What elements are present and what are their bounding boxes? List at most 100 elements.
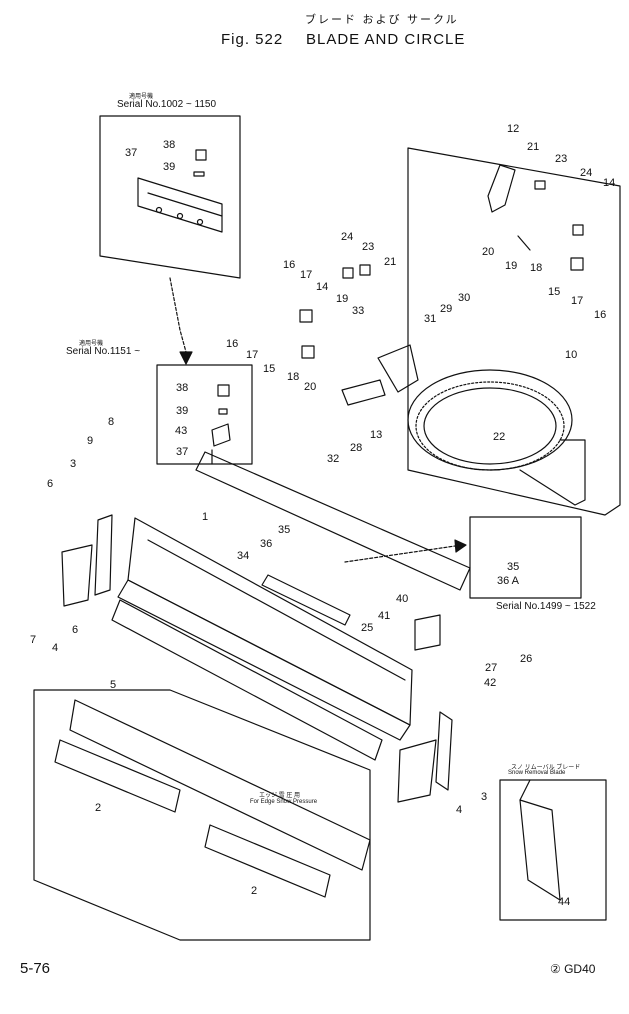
callout-number: 32 <box>327 453 339 465</box>
callout-number: 20 <box>304 381 316 393</box>
wear-plate <box>195 451 471 591</box>
callout-number: 25 <box>361 622 373 634</box>
callout-number: 29 <box>440 303 452 315</box>
callout-number: 37 <box>176 446 188 458</box>
callout-number: 3 <box>70 458 76 470</box>
callout-number: 17 <box>300 269 312 281</box>
callout-number: 26 <box>520 653 532 665</box>
inset-panel-serial-1002 <box>99 115 241 279</box>
callout-number: 9 <box>87 435 93 447</box>
callout-number: 42 <box>484 677 496 689</box>
serial-note-right: Serial No.1499 ~ 1522 <box>496 601 596 612</box>
callout-number: 17 <box>246 349 258 361</box>
callout-number: 12 <box>507 123 519 135</box>
serial-note-top-jp: 適用号機 <box>129 94 154 100</box>
inset-panel-serial-1151 <box>156 364 253 465</box>
callout-number: 2 <box>251 885 257 897</box>
callout-number: 17 <box>571 295 583 307</box>
callout-number: 21 <box>527 141 539 153</box>
callout-number: 35 <box>507 561 519 573</box>
callout-number: 6 <box>72 624 78 636</box>
callout-number: 2 <box>95 802 101 814</box>
edge-bolt-part-37-middle <box>211 384 231 465</box>
callout-number: 24 <box>580 167 592 179</box>
callout-number: 43 <box>175 425 187 437</box>
edge-note: For Edge Snow Pressure <box>250 799 318 805</box>
callout-number: 34 <box>237 550 249 562</box>
callout-number: 28 <box>350 442 362 454</box>
callout-number: 20 <box>482 246 494 258</box>
bracket-25 <box>414 614 441 651</box>
callout-number: 19 <box>505 260 517 272</box>
callout-number: 13 <box>370 429 382 441</box>
callout-number: 44 <box>558 896 570 908</box>
title-japanese: ブレード および サークル <box>305 13 459 26</box>
callout-number: 36 <box>260 538 272 550</box>
callout-number: 16 <box>594 309 606 321</box>
callout-number: 39 <box>176 405 188 417</box>
edge-bolt-part-37-top <box>137 149 223 233</box>
callout-number: 8 <box>108 416 114 428</box>
part-34 <box>261 574 351 626</box>
callout-number: 14 <box>603 177 615 189</box>
callout-number: 18 <box>287 371 299 383</box>
drawbar-part <box>377 344 419 393</box>
end-bit-right-4 <box>397 739 437 803</box>
serial-note-middle-jp: 適用号機 <box>79 341 104 347</box>
callout-number: 10 <box>565 349 577 361</box>
snow-note-jp: スノ リムーバル ブレード <box>511 765 581 771</box>
callout-number: 23 <box>555 153 567 165</box>
callout-number: 40 <box>396 593 408 605</box>
edge-plate-lower <box>204 824 331 898</box>
end-bit-left-4 <box>61 544 93 607</box>
callout-number: 6 <box>47 478 53 490</box>
callout-number: 4 <box>456 804 462 816</box>
callout-number: 39 <box>163 161 175 173</box>
callout-number: 1 <box>202 511 208 523</box>
snow-removal-blade-44 <box>519 799 561 901</box>
callout-number: 21 <box>384 256 396 268</box>
callout-number: 38 <box>176 382 188 394</box>
callout-number: 38 <box>163 139 175 151</box>
arrow-to-right-inset <box>344 545 456 563</box>
callout-number: 24 <box>341 231 353 243</box>
callout-number: 4 <box>52 642 58 654</box>
callout-number: 5 <box>110 679 116 691</box>
callout-number: 41 <box>378 610 390 622</box>
callout-number: 7 <box>30 634 36 646</box>
callout-number: 35 <box>278 524 290 536</box>
arrow-top-to-middle <box>169 277 187 353</box>
callout-number: 16 <box>226 338 238 350</box>
serial-note-top: Serial No.1002 ~ 1150 <box>117 99 217 110</box>
callout-number: 22 <box>493 431 505 443</box>
document-code: ② GD40 <box>550 962 596 976</box>
callout-number: 18 <box>530 262 542 274</box>
callout-number: 19 <box>336 293 348 305</box>
callout-number: 14 <box>316 281 328 293</box>
figure-title: BLADE AND CIRCLE <box>306 31 466 48</box>
callout-number: 15 <box>548 286 560 298</box>
inset-panel-serial-1499 <box>469 516 582 599</box>
figure-label: Fig. 522 <box>221 31 284 48</box>
edge-plate-upper <box>54 739 181 813</box>
page-number: 5-76 <box>20 960 51 977</box>
edge-note-jp: エッジ 雪 圧 用 <box>259 793 301 799</box>
callout-number: 30 <box>458 292 470 304</box>
cutting-edge <box>111 599 383 761</box>
callout-number: 36 A <box>497 575 520 587</box>
callout-number: 23 <box>362 241 374 253</box>
end-bit-right-3 <box>435 711 453 791</box>
callout-number: 3 <box>481 791 487 803</box>
callout-number: 37 <box>125 147 137 159</box>
callout-number: 15 <box>263 363 275 375</box>
callout-number: 27 <box>485 662 497 674</box>
callout-number: 16 <box>283 259 295 271</box>
part-12-arm <box>487 164 516 213</box>
circle-gear <box>407 369 586 506</box>
serial-note-middle: Serial No.1151 ~ <box>66 346 141 357</box>
callout-number: 31 <box>424 313 436 325</box>
moldboard <box>117 517 413 741</box>
inset-panel-snow <box>499 779 607 921</box>
